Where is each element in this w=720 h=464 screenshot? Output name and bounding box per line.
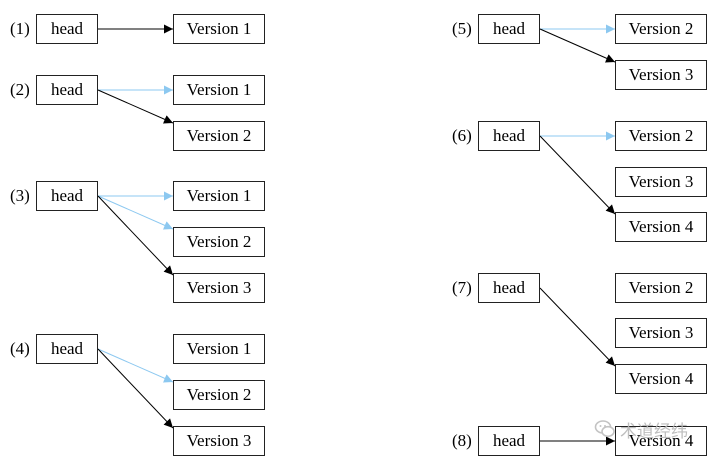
version-box: Version 4 <box>615 364 707 394</box>
head-box: head <box>478 273 540 303</box>
stale-pointer-arrow <box>97 195 174 230</box>
head-pointer-arrow <box>539 28 616 63</box>
head-box: head <box>36 181 98 211</box>
version-box: Version 1 <box>173 14 265 44</box>
version-box: Version 4 <box>615 426 707 456</box>
diagram-label: (5) <box>452 19 472 38</box>
version-box: Version 3 <box>173 426 265 456</box>
version-box: Version 3 <box>615 318 707 348</box>
version-box: Version 2 <box>173 121 265 151</box>
version-box: Version 2 <box>615 14 707 44</box>
diagram-label: (8) <box>452 431 472 450</box>
diagram-label: (6) <box>452 126 472 145</box>
stale-pointer-arrow <box>97 348 174 383</box>
head-box: head <box>36 14 98 44</box>
head-pointer-arrow <box>97 348 174 429</box>
wechat-icon <box>594 420 615 438</box>
diagram-label: (3) <box>10 186 30 205</box>
head-pointer-arrow <box>539 135 616 215</box>
diagram-label: (2) <box>10 80 30 99</box>
head-box: head <box>478 121 540 151</box>
version-box: Version 1 <box>173 75 265 105</box>
version-box: Version 3 <box>615 167 707 197</box>
watermark-text: 术道经纬 <box>620 421 688 442</box>
head-pointer-arrow <box>539 287 616 367</box>
version-box: Version 4 <box>615 212 707 242</box>
version-box: Version 2 <box>615 273 707 303</box>
version-box: Version 3 <box>615 60 707 90</box>
head-pointer-arrow <box>97 195 174 276</box>
version-box: Version 1 <box>173 334 265 364</box>
version-box: Version 3 <box>173 273 265 303</box>
diagram-label: (4) <box>10 339 30 358</box>
head-box: head <box>36 75 98 105</box>
watermark: 术道经纬 <box>594 416 688 442</box>
version-box: Version 2 <box>615 121 707 151</box>
diagram-label: (1) <box>10 19 30 38</box>
diagram-label: (7) <box>452 278 472 297</box>
head-box: head <box>478 14 540 44</box>
head-box: head <box>478 426 540 456</box>
head-box: head <box>36 334 98 364</box>
version-box: Version 2 <box>173 380 265 410</box>
head-pointer-arrow <box>97 89 174 124</box>
version-box: Version 2 <box>173 227 265 257</box>
version-box: Version 1 <box>173 181 265 211</box>
